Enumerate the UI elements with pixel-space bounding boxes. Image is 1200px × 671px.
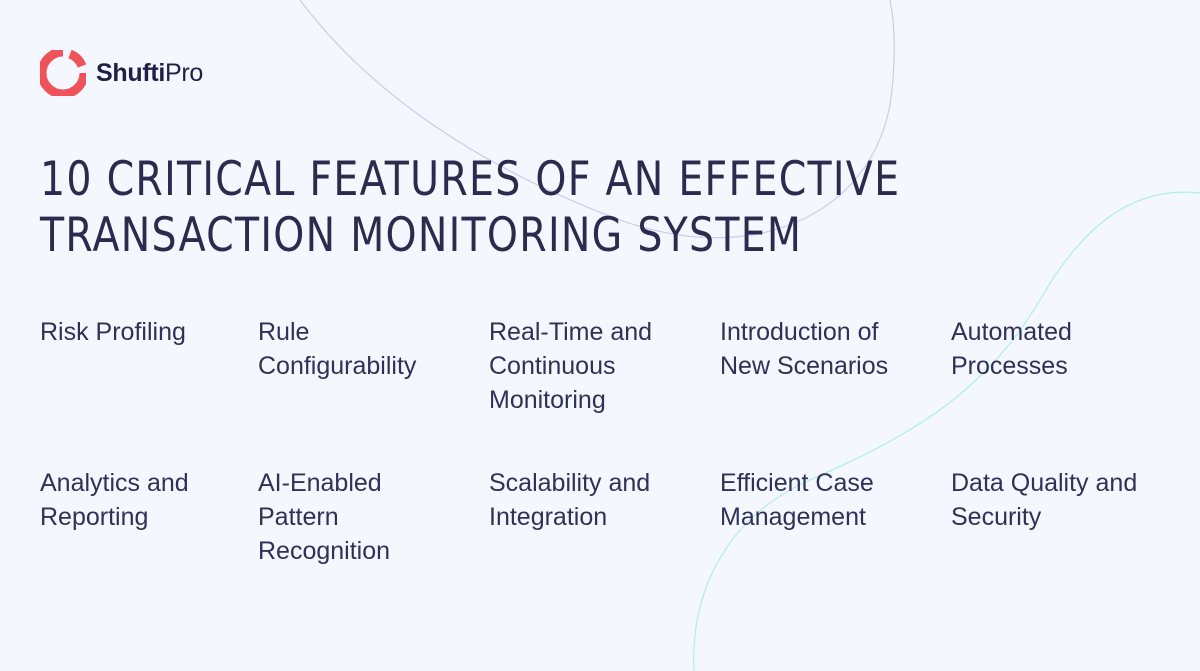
- title-line-1: 10 CRITICAL FEATURES OF AN EFFECTIVE: [40, 152, 901, 207]
- logo-wordmark: ShuftiPro: [96, 59, 203, 88]
- feature-case-management: Efficient Case Management: [720, 469, 874, 531]
- feature-analytics-reporting: Analytics and Reporting: [40, 469, 189, 531]
- feature-new-scenarios: Introduction of New Scenarios: [720, 318, 889, 380]
- logo-word-bold: Shufti: [96, 58, 166, 87]
- feature-rule-configurability: Rule Configurability: [258, 318, 417, 380]
- feature-automated-processes: Automated Processes: [951, 318, 1072, 380]
- shufti-pro-logo: ShuftiPro: [40, 50, 203, 96]
- feature-ai-pattern-recognition: AI-Enabled Pattern Recognition: [258, 469, 391, 565]
- shufti-logo-icon: [40, 50, 86, 96]
- purple-curve: [299, 0, 895, 239]
- title-line-2: TRANSACTION MONITORING SYSTEM: [40, 208, 803, 263]
- feature-scalability-integration: Scalability and Integration: [489, 469, 651, 531]
- logo-word-light: Pro: [165, 58, 204, 87]
- teal-curve: [693, 191, 1200, 671]
- page-title: 10 CRITICAL FEATURES OF AN EFFECTIVE TRA…: [40, 152, 900, 264]
- feature-real-time-monitoring: Real-Time and Continuous Monitoring: [489, 318, 653, 414]
- feature-risk-profiling: Risk Profiling: [40, 318, 186, 346]
- feature-data-quality-security: Data Quality and Security: [951, 469, 1138, 531]
